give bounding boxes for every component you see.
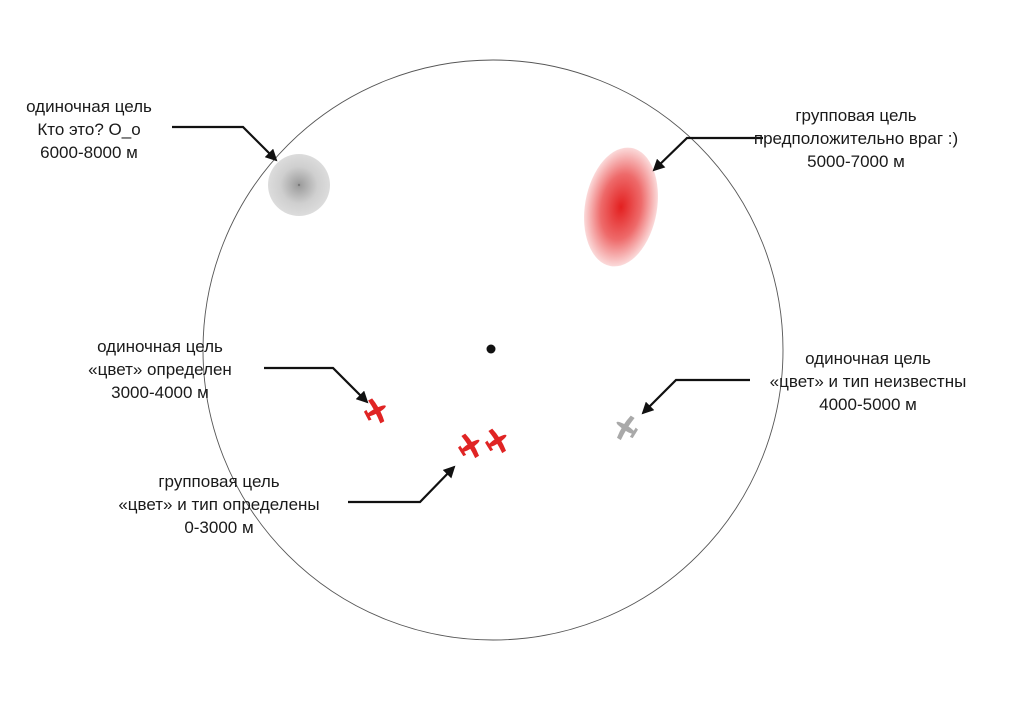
label-note: Кто это? О_о [37,120,141,139]
label-note: «цвет» и тип неизвестны [769,372,967,391]
label-group-known: групповая цель «цвет» и тип определены 0… [84,470,354,539]
red-plane-icon [480,424,514,458]
grey-plane-icon [609,411,643,445]
label-range: 3000-4000 м [111,383,209,402]
label-note: «цвет» определен [88,360,232,379]
radar-center-dot-icon [486,344,496,354]
label-single-unknown: одиночная цель Кто это? О_о 6000-8000 м [0,95,178,164]
arrow-icon [652,136,763,172]
red-ellipse-icon [584,147,658,267]
label-single-grey: одиночная цель «цвет» и тип неизвестны 4… [733,347,1003,416]
label-note: предположительно враг :) [753,129,959,148]
label-range: 6000-8000 м [40,143,138,162]
label-title: групповая цель [158,472,280,491]
label-title: групповая цель [795,106,917,125]
label-group-enemy: групповая цель предположительно враг :) … [740,104,972,173]
arrow-icon [641,378,750,415]
label-title: одиночная цель [805,349,931,368]
grey-blob-icon [268,154,330,216]
label-single-color: одиночная цель «цвет» определен 3000-400… [60,335,260,404]
label-range: 5000-7000 м [807,152,905,171]
label-range: 0-3000 м [184,518,254,537]
arrow-icon [264,366,369,404]
red-plane-icon [453,429,487,463]
arrow-icon [348,465,456,504]
label-note: «цвет» и тип определены [118,495,320,514]
label-title: одиночная цель [97,337,223,356]
radar-ring [202,59,784,641]
label-range: 4000-5000 м [819,395,917,414]
arrow-icon [172,125,278,162]
label-title: одиночная цель [26,97,152,116]
